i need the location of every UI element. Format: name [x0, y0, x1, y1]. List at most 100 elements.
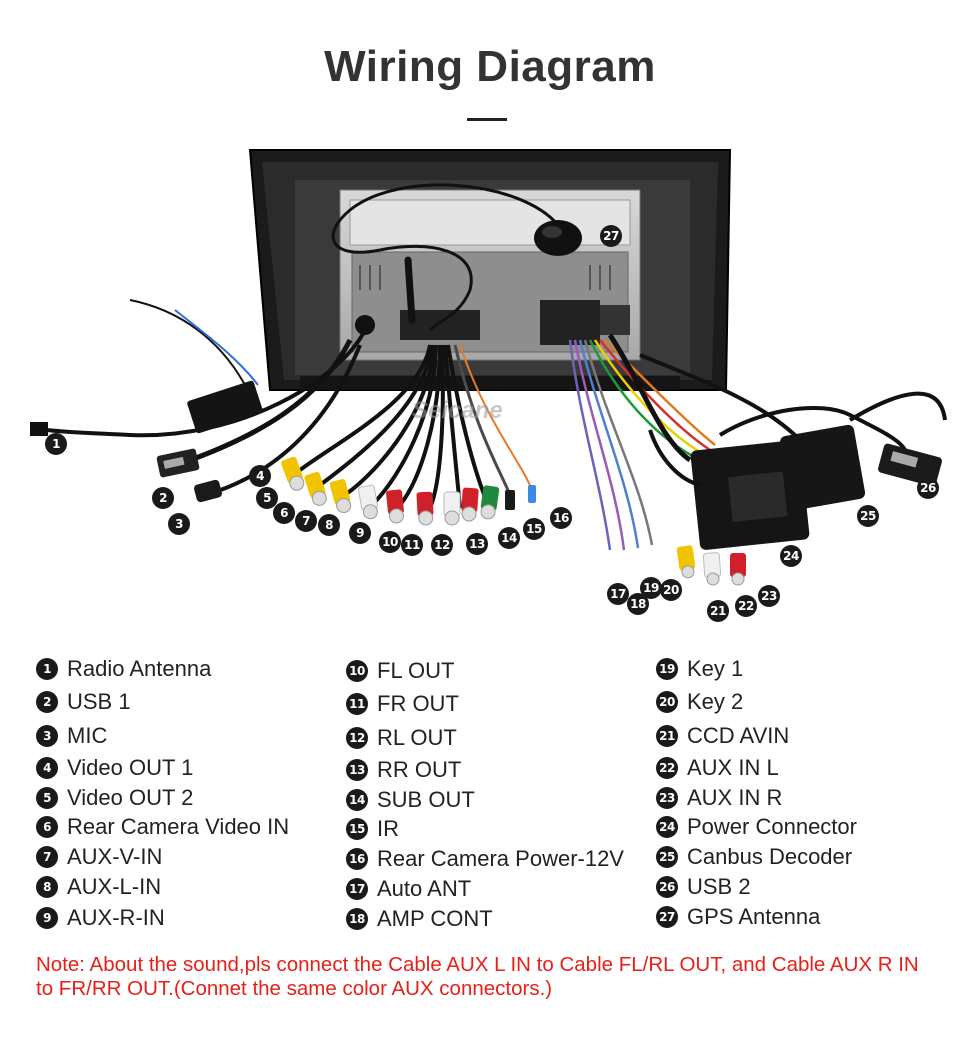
- legend-item: 26 USB 2: [656, 874, 751, 900]
- legend-label: Rear Camera Power-12V: [377, 846, 624, 871]
- legend-item: 8 AUX-L-IN: [36, 874, 161, 900]
- legend-number: 20: [656, 691, 678, 713]
- legend-label: IR: [377, 816, 399, 841]
- callout-23: 23: [758, 585, 780, 607]
- legend-label: Canbus Decoder: [687, 844, 853, 869]
- canbus-decoder: [639, 353, 947, 510]
- legend-number: 1: [36, 658, 58, 680]
- legend-number: 6: [36, 816, 58, 838]
- callout-20: 20: [660, 579, 682, 601]
- legend-label: AMP CONT: [377, 906, 493, 931]
- callout-6: 6: [273, 502, 295, 524]
- callout-18: 18: [627, 593, 649, 615]
- callout-12: 12: [431, 534, 453, 556]
- legend-number: 10: [346, 660, 368, 682]
- legend-label: AUX IN R: [687, 785, 783, 810]
- callout-17: 17: [607, 583, 629, 605]
- wifi-antenna: [404, 256, 416, 324]
- legend-item: 10 FL OUT: [346, 658, 454, 684]
- legend-label: GPS Antenna: [687, 904, 821, 929]
- legend-number: 11: [346, 693, 368, 715]
- legend-number: 27: [656, 906, 678, 928]
- legend-number: 5: [36, 787, 58, 809]
- callout-9: 9: [349, 522, 371, 544]
- legend-item: 23 AUX IN R: [656, 785, 782, 811]
- legend-item: 19 Key 1: [656, 656, 743, 682]
- legend-label: AUX-V-IN: [67, 844, 163, 869]
- legend-number: 26: [656, 876, 678, 898]
- legend-label: MIC: [67, 723, 108, 748]
- legend-label: USB 2: [687, 874, 751, 899]
- callout-22: 22: [735, 595, 757, 617]
- legend-number: 16: [346, 848, 368, 870]
- rca-bundle: [298, 344, 533, 509]
- legend-item: 5 Video OUT 2: [36, 785, 193, 811]
- legend-item: 16 Rear Camera Power-12V: [346, 846, 624, 872]
- legend-label: FL OUT: [377, 658, 455, 683]
- gps-antenna: [331, 183, 582, 332]
- watermark-text: Seicane: [412, 397, 503, 424]
- legend-label: Auto ANT: [377, 876, 472, 901]
- legend-number: 8: [36, 876, 58, 898]
- legend-number: 19: [656, 658, 678, 680]
- page-title: Wiring Diagram: [324, 42, 656, 91]
- legend-number: 12: [346, 727, 368, 749]
- legend-label: SUB OUT: [377, 787, 475, 812]
- legend-number: 9: [36, 907, 58, 929]
- callout-13: 13: [466, 533, 488, 555]
- usb1-and-mic-cables: [156, 338, 362, 503]
- legend-item: 6 Rear Camera Video IN: [36, 814, 289, 840]
- callout-11: 11: [401, 534, 423, 556]
- legend-number: 4: [36, 757, 58, 779]
- callout-14: 14: [498, 527, 520, 549]
- legend-number: 14: [346, 789, 368, 811]
- callout-15: 15: [523, 518, 545, 540]
- callout-19: 19: [640, 577, 662, 599]
- legend-number: 17: [346, 878, 368, 900]
- legend-label: AUX-L-IN: [67, 874, 162, 899]
- callout-16: 16: [550, 507, 572, 529]
- legend-number: 23: [656, 787, 678, 809]
- legend-number: 25: [656, 846, 678, 868]
- legend-label: CCD AVIN: [687, 723, 790, 748]
- legend-label: Key 2: [687, 689, 744, 714]
- head-unit: [248, 149, 732, 391]
- callout-2: 2: [152, 487, 174, 509]
- callout-24: 24: [780, 545, 802, 567]
- legend-number: 13: [346, 759, 368, 781]
- legend-item: 7 AUX-V-IN: [36, 844, 162, 870]
- legend-number: 2: [36, 691, 58, 713]
- rca-plugs: [281, 456, 536, 526]
- legend-item: 18 AMP CONT: [346, 906, 493, 932]
- sound-connection-note: Note: About the sound,pls connect the Ca…: [36, 953, 919, 1000]
- legend-number: 18: [346, 908, 368, 930]
- callout-25: 25: [857, 505, 879, 527]
- legend-number: 24: [656, 816, 678, 838]
- legend-item: 11 FR OUT: [346, 691, 459, 717]
- legend-label: FR OUT: [377, 691, 459, 716]
- legend-number: 22: [656, 757, 678, 779]
- callout-7: 7: [295, 510, 317, 532]
- callout-5: 5: [256, 487, 278, 509]
- callout-4: 4: [249, 465, 271, 487]
- legend-label: Key 1: [687, 656, 744, 681]
- callout-1: 1: [45, 433, 67, 455]
- legend-number: 15: [346, 818, 368, 840]
- callout-8: 8: [318, 514, 340, 536]
- callout-26: 26: [917, 477, 939, 499]
- legend-item: 14 SUB OUT: [346, 787, 475, 813]
- legend-number: 7: [36, 846, 58, 868]
- legend-label: Video OUT 2: [67, 785, 194, 810]
- legend-label: Rear Camera Video IN: [67, 814, 290, 839]
- callout-10: 10: [379, 531, 401, 553]
- legend-item: 27 GPS Antenna: [656, 904, 820, 930]
- title-underline: [467, 118, 507, 121]
